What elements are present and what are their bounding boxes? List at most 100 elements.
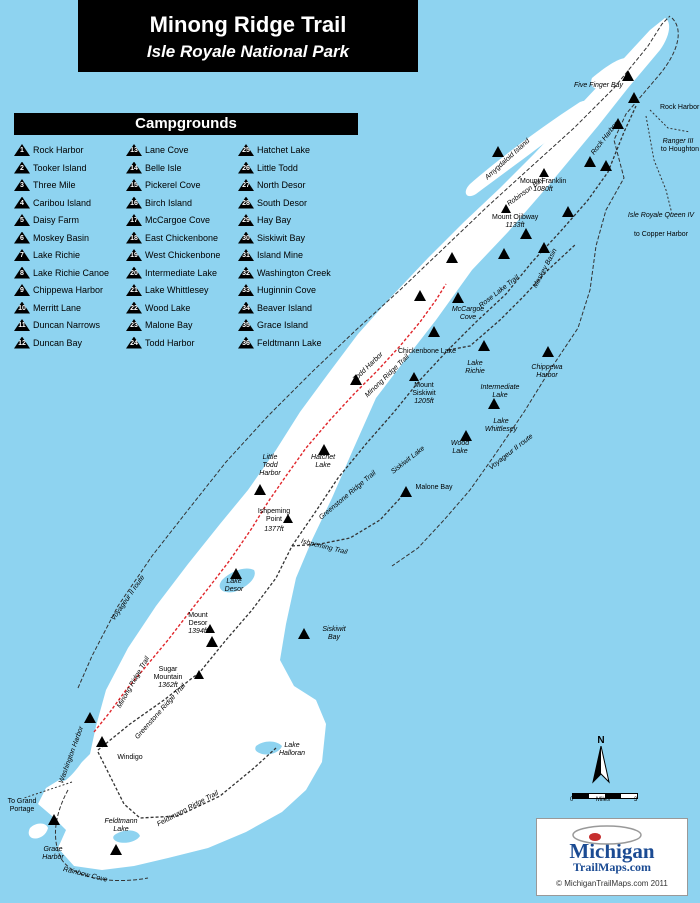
campground-marker-icon[interactable] — [206, 636, 218, 647]
campground-name: Birch Island — [145, 197, 193, 208]
campground-marker-icon[interactable] — [492, 146, 504, 157]
michigan-trail-maps-logo: Michigan TrailMaps.com © MichiganTrailMa… — [536, 818, 688, 896]
label-chickenbone-lake: Chickenbone Lake — [398, 348, 456, 355]
label-wood-lake: Wood Lake — [450, 440, 470, 455]
campground-name: Lake Whittlesey — [145, 285, 209, 295]
campground-number-icon: 1 — [14, 144, 30, 156]
chickenbone-lake — [418, 336, 446, 354]
campground-marker-icon[interactable] — [254, 484, 266, 495]
campground-marker-icon[interactable] — [600, 160, 612, 171]
lake-halloran — [255, 741, 282, 755]
campground-marker-icon[interactable] — [446, 252, 458, 263]
peak-icon — [194, 670, 204, 679]
lake-richie — [469, 335, 494, 351]
campground-marker-icon[interactable] — [628, 92, 640, 103]
campground-number-icon: 2 — [14, 161, 30, 174]
campground-marker-icon[interactable] — [488, 398, 500, 409]
feldtmann-lake — [113, 830, 140, 843]
map-subtitle: Isle Royale National Park — [146, 42, 350, 61]
campground-number-icon: 30 — [238, 231, 254, 244]
label-windigo: Windigo — [117, 754, 143, 761]
campground-name: West Chickenbone — [145, 250, 221, 260]
campground-number-icon: 12 — [14, 336, 30, 349]
label-chippewa-harbor: Chippewa Harbor — [531, 364, 563, 379]
campground-number-icon: 36 — [238, 336, 254, 349]
grace-island — [28, 823, 48, 839]
campground-marker-icon[interactable] — [298, 628, 310, 639]
north-arrow-icon — [592, 745, 610, 784]
campground-marker-icon[interactable] — [498, 248, 510, 259]
campground-marker-icon[interactable] — [48, 814, 60, 825]
label-mount-siskiwit: Mount Siskiwit — [412, 382, 436, 397]
label-to-grand-portage: To Grand Portage — [7, 798, 37, 813]
campground-marker-icon[interactable] — [110, 844, 122, 855]
campground-name: Feldtmann Lake — [257, 337, 322, 348]
campground-name: Siskiwit Bay — [257, 232, 306, 243]
campground-number-icon: 16 — [126, 196, 142, 209]
campground-marker-icon[interactable] — [584, 156, 596, 167]
campground-name: North Desor — [257, 180, 306, 190]
campground-marker-icon[interactable] — [542, 346, 554, 357]
label-mount-desor-elev: 1394ft — [188, 628, 208, 635]
campground-marker-icon[interactable] — [84, 712, 96, 723]
campground-marker-icon[interactable] — [520, 228, 532, 239]
campground-marker-icon[interactable] — [612, 118, 624, 129]
campground-name: Lake Richie Canoe — [33, 267, 110, 278]
label-mount-franklin-elev: 1080ft — [533, 186, 553, 193]
campground-name: Merritt Lane — [33, 302, 82, 313]
campground-number-icon: 18 — [126, 231, 142, 244]
campground-number-icon: 26 — [238, 161, 254, 174]
campground-marker-icon[interactable] — [414, 290, 426, 301]
campground-marker-icon[interactable] — [428, 326, 440, 337]
peak-icon — [501, 204, 511, 213]
campground-name: Intermediate Lake — [145, 267, 218, 278]
map-title: Minong Ridge Trail — [149, 12, 347, 37]
label-lake-desor: Lake Desor — [224, 578, 244, 593]
campground-marker-icon[interactable] — [538, 242, 550, 253]
campground-marker-icon[interactable] — [622, 70, 634, 81]
campground-marker-icon[interactable] — [460, 430, 472, 441]
voyageur-route-west — [77, 15, 671, 689]
campgrounds-header: Campgrounds — [14, 113, 358, 135]
minong-ridge-trail — [93, 283, 447, 733]
campground-marker-icon[interactable] — [350, 374, 362, 385]
campground-marker-icon[interactable] — [96, 736, 108, 747]
label-sugar-mountain: Sugar Mountain — [153, 666, 183, 681]
label-little-todd-harbor: Little Todd Harbor — [259, 454, 281, 477]
campground-number-icon: 27 — [238, 179, 254, 191]
campground-name: Beaver Island — [257, 302, 313, 313]
campground-name: Belle Isle — [145, 162, 182, 173]
campground-name: Daisy Farm — [33, 215, 80, 225]
north-arrow: N — [589, 735, 613, 785]
campground-number-icon: 31 — [238, 249, 254, 261]
campground-marker-icon[interactable] — [478, 340, 490, 351]
campground-marker-icon[interactable] — [562, 206, 574, 217]
campground-name: Hatchet Lake — [257, 145, 311, 155]
campground-marker-icon[interactable] — [400, 486, 412, 497]
campground-name: Moskey Basin — [33, 232, 90, 243]
ranger-iii-route — [649, 109, 691, 133]
campground-number-icon: 20 — [126, 266, 142, 279]
voyageur-route-south — [55, 789, 149, 882]
label-lake-richie: Lake Richie — [465, 360, 485, 375]
label-five-finger-bay: Five Finger Bay — [574, 82, 624, 89]
scale-bar: 0 Miles 3 — [570, 793, 644, 807]
campground-marker-icon[interactable] — [318, 444, 330, 455]
campground-marker-icon[interactable] — [230, 568, 242, 579]
campground-name: Pickerel Cove — [145, 180, 201, 190]
label-mount-ojibway: Mount Ojibway — [492, 214, 539, 221]
campground-marker-icon[interactable] — [452, 292, 464, 303]
label-lake-halloran: Lake Halloran — [278, 742, 306, 757]
logo-name: Michigan — [569, 839, 655, 863]
